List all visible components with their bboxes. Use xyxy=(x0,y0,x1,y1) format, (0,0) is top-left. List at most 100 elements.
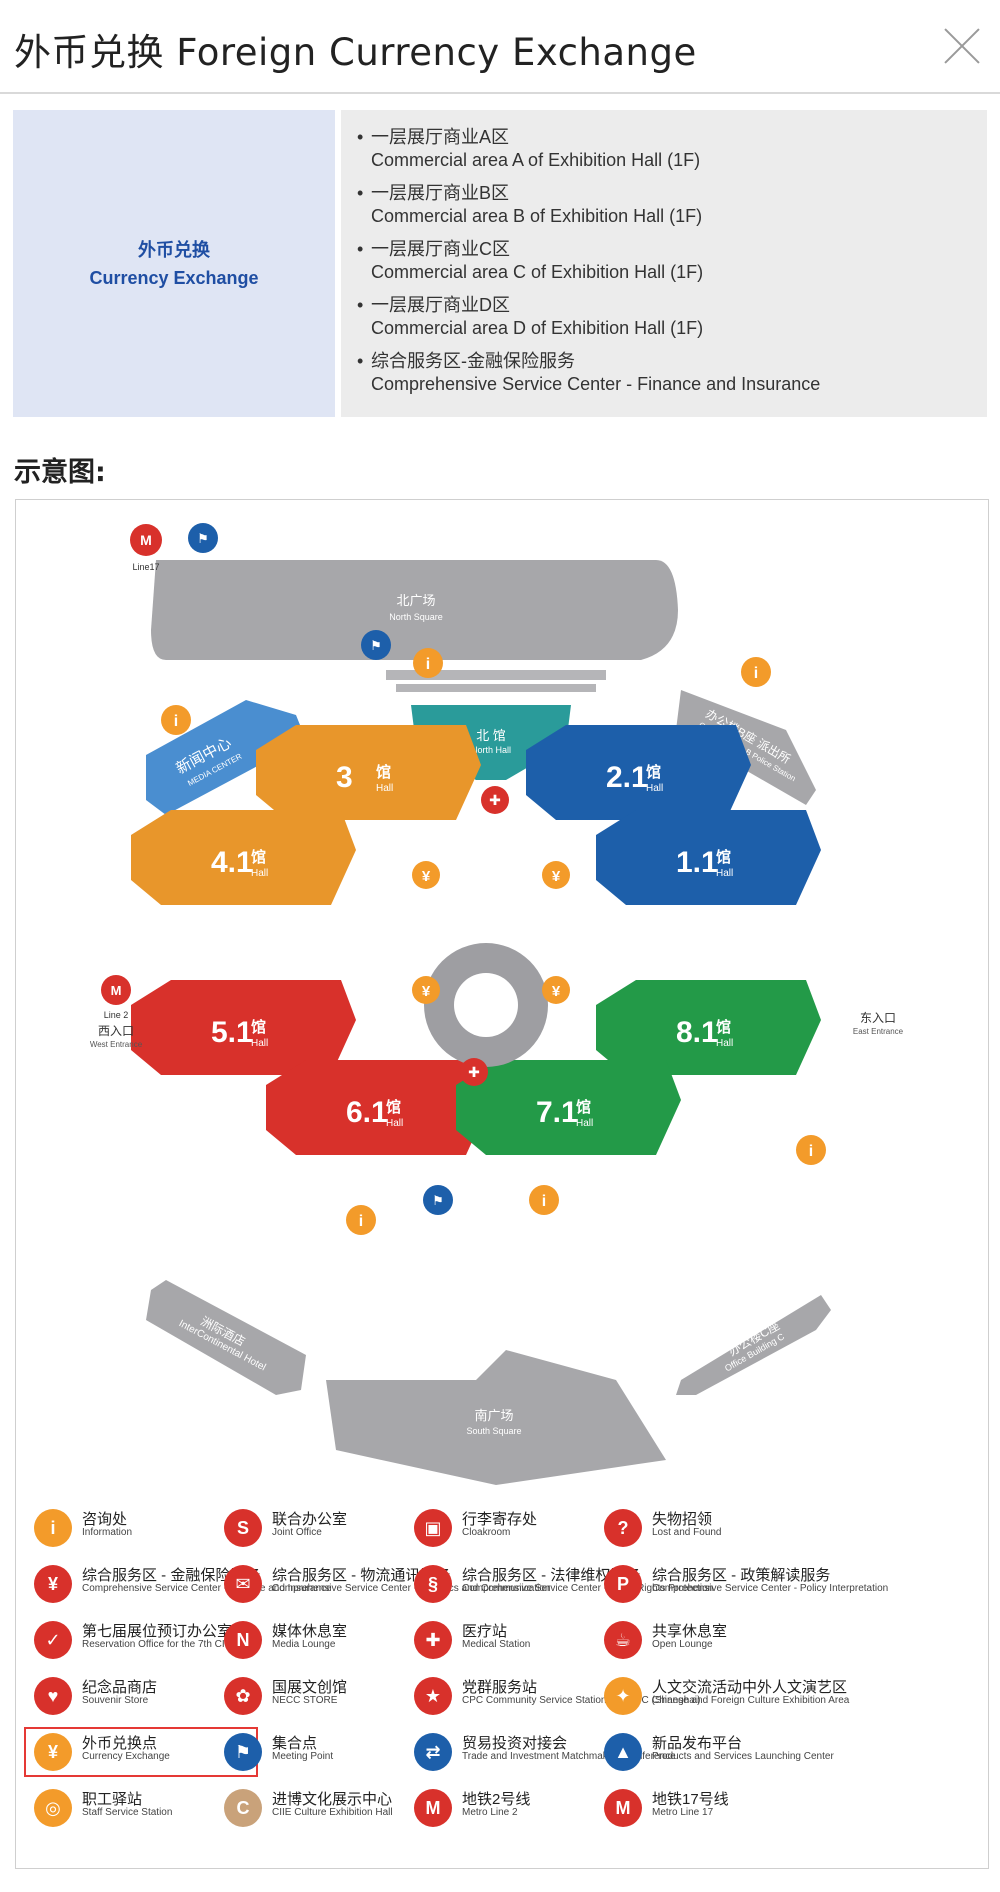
legend-label-en: Reservation Office for the 7th CIIE xyxy=(82,1639,235,1650)
legend-label-zh: 第七届展位预订办公室 xyxy=(82,1623,233,1640)
legend-label-en: NECC STORE xyxy=(272,1695,338,1706)
metro-line2-icon: M xyxy=(101,975,131,1005)
category-en: Currency Exchange xyxy=(89,267,259,288)
west-entrance-en: West Entrance xyxy=(90,1040,143,1049)
north-hall-zh: 北 馆 xyxy=(476,728,506,743)
line2-label: Line 2 xyxy=(104,1010,129,1020)
line17-label: Line17 xyxy=(132,562,159,572)
svg-text:¥: ¥ xyxy=(552,983,561,1000)
svg-text:¥: ¥ xyxy=(422,983,431,1000)
hall-zh: 馆 xyxy=(716,1018,731,1036)
svg-text:¥: ¥ xyxy=(552,868,561,885)
close-icon[interactable] xyxy=(942,26,982,66)
legend-label-en: Comprehensive Service Center - Logistics… xyxy=(272,1583,551,1594)
legend-label-zh: 地铁2号线 xyxy=(462,1791,531,1808)
east-entrance-zh: 东入口 xyxy=(860,1011,896,1025)
info-icon: i xyxy=(34,1509,72,1547)
east-entrance-en: East Entrance xyxy=(853,1027,904,1036)
svg-text:i: i xyxy=(809,1143,813,1160)
info-icon: i xyxy=(161,705,191,735)
svg-text:⚑: ⚑ xyxy=(432,1193,444,1208)
hall-zh: 馆 xyxy=(576,1098,591,1116)
west-entrance-zh: 西入口 xyxy=(98,1024,134,1038)
meeting-point-icon: ⚑ xyxy=(188,523,218,553)
svg-text:¥: ¥ xyxy=(422,868,431,885)
legend-label-en: CIIE Culture Exhibition Hall xyxy=(272,1807,393,1818)
north-square-en: North Square xyxy=(389,612,443,622)
hall-shape xyxy=(131,810,356,905)
legend-label-en: Information xyxy=(82,1527,133,1538)
legend-label-zh: 贸易投资对接会 xyxy=(462,1735,568,1752)
svg-text:⚑: ⚑ xyxy=(370,638,382,653)
legend-label-zh: 集合点 xyxy=(272,1735,318,1752)
lost-found-icon: ? xyxy=(604,1509,642,1547)
legal-icon: § xyxy=(414,1565,452,1603)
svg-text:✚: ✚ xyxy=(489,792,501,808)
legend-label-en: Meeting Point xyxy=(272,1751,334,1762)
south-square-en: South Square xyxy=(466,1426,521,1436)
steps xyxy=(386,670,606,680)
legend-label-zh: 医疗站 xyxy=(462,1623,508,1640)
hall-zh: 馆 xyxy=(646,763,661,781)
svg-text:✚: ✚ xyxy=(468,1064,480,1080)
lounge-icon: ☕ xyxy=(604,1621,642,1659)
hall-number: 5.1 xyxy=(211,1016,253,1049)
luggage-icon: ▣ xyxy=(414,1509,452,1547)
dialog-title: 外币兑换 Foreign Currency Exchange xyxy=(14,31,697,74)
hall-number: 1.1 xyxy=(676,846,718,879)
legend-label-zh: 综合服务区 - 法律维权服务 xyxy=(462,1567,641,1584)
legend-label-zh: 咨询处 xyxy=(82,1511,128,1528)
ciie-culture-icon: C xyxy=(224,1789,262,1827)
legend-label-zh: 党群服务站 xyxy=(462,1679,538,1696)
legend-label-en: Chinese and Foreign Culture Exhibition A… xyxy=(652,1695,850,1706)
legend-label-zh: 新品发布平台 xyxy=(652,1735,743,1752)
info-icon: i xyxy=(796,1135,826,1165)
hall-shape xyxy=(596,810,821,905)
office-c-shape xyxy=(676,1295,831,1395)
legend-label-en: Currency Exchange xyxy=(82,1751,170,1762)
logistics-icon: ✉ xyxy=(224,1565,262,1603)
north-square-zh: 北广场 xyxy=(396,593,435,608)
info-icon: i xyxy=(529,1185,559,1215)
medical-icon: ✚ xyxy=(460,1058,488,1086)
legend-label-en: Joint Office xyxy=(272,1527,322,1538)
hall-shape xyxy=(256,725,481,820)
legend-label-en: Lost and Found xyxy=(652,1527,722,1538)
service-icon: S xyxy=(224,1509,262,1547)
meeting-point-icon: ⚑ xyxy=(224,1733,262,1771)
south-square-zh: 南广场 xyxy=(474,1408,513,1423)
hall-zh: 馆 xyxy=(386,1098,401,1116)
legend-label-en: CPC Community Service Station of NECC (S… xyxy=(462,1695,701,1706)
hall-zh: 馆 xyxy=(716,848,731,866)
hall-zh: 馆 xyxy=(376,763,391,781)
legend-label-zh: 综合服务区 - 政策解读服务 xyxy=(652,1567,831,1584)
necc-store-icon: ✿ xyxy=(224,1677,262,1715)
currency-exchange-icon: ¥ xyxy=(542,861,570,889)
medical-icon: ✚ xyxy=(481,786,509,814)
hall-shape xyxy=(456,1060,681,1155)
hall-en: Hall xyxy=(251,868,268,879)
svg-text:i: i xyxy=(754,665,758,682)
hall-en: Hall xyxy=(376,783,393,794)
legend-label-zh: 行李寄存处 xyxy=(462,1511,538,1528)
info-icon: i xyxy=(413,648,443,678)
